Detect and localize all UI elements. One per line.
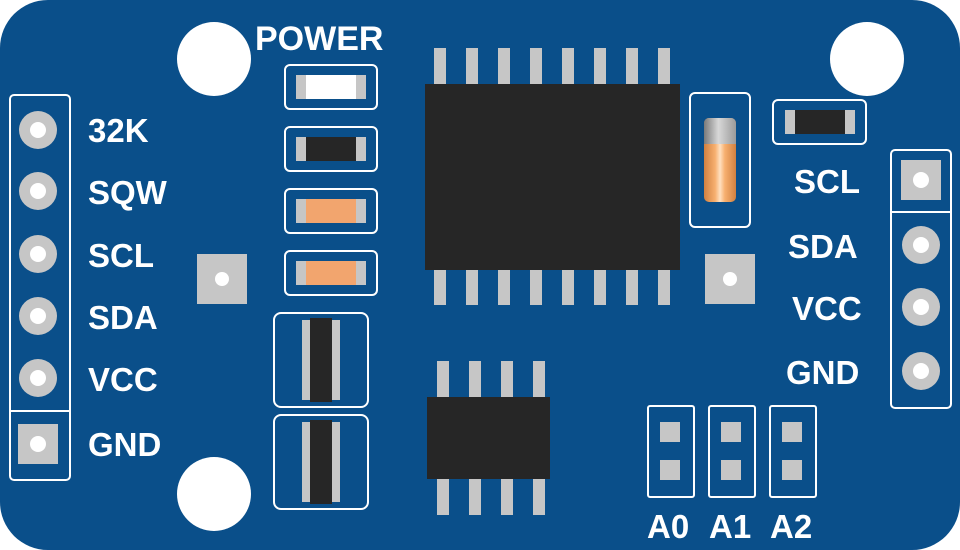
- left-label-sqw: SQW: [88, 174, 167, 211]
- diode-cathode-band: [704, 118, 736, 144]
- resistor-2-outline: [284, 188, 378, 234]
- resistor-3: [296, 261, 366, 285]
- eeprom-pin-top-1: [437, 361, 449, 401]
- left-header-divider: [9, 410, 71, 412]
- rtc-chip-pin-top-1: [434, 48, 446, 88]
- resistor-array-2-outline: [273, 414, 369, 510]
- rtc-chip-pin-bottom-2: [466, 265, 478, 305]
- right-label-gnd: GND: [786, 354, 860, 391]
- power-led: [296, 75, 366, 99]
- right-pin-sda[interactable]: [902, 226, 940, 264]
- mounting-hole-top-right: [830, 22, 904, 96]
- eeprom-pin-top-3: [501, 361, 513, 401]
- resistor-1-outline: [284, 126, 378, 172]
- left-pin-32k[interactable]: [19, 111, 57, 149]
- mounting-hole-top-left: [177, 22, 251, 96]
- left-pin-vcc[interactable]: [19, 359, 57, 397]
- power-label: POWER: [255, 20, 384, 58]
- rtc-chip-pin-top-5: [562, 48, 574, 88]
- right-label-scl: SCL: [794, 163, 860, 200]
- rtc-chip: [425, 84, 680, 270]
- right-pin-scl[interactable]: [901, 160, 941, 200]
- right-pin-gnd[interactable]: [902, 352, 940, 390]
- diode: [704, 118, 736, 202]
- power-led-outline: [284, 64, 378, 110]
- rtc-chip-pin-bottom-1: [434, 265, 446, 305]
- resistor-array-2: [310, 420, 332, 504]
- eeprom-pin-bottom-1: [437, 475, 449, 515]
- capacitor: [785, 110, 855, 134]
- eeprom-pin-top-4: [533, 361, 545, 401]
- mounting-hole-bottom-left: [177, 457, 251, 531]
- jumper-label-a0: A0: [647, 508, 690, 545]
- resistor-array-1: [310, 318, 332, 402]
- resistor-array-1-outline: [273, 312, 369, 408]
- rtc-chip-pin-top-8: [658, 48, 670, 88]
- left-label-sda: SDA: [88, 299, 158, 336]
- test-pad-right: [705, 254, 755, 304]
- left-header-outline: [9, 94, 71, 481]
- rtc-chip-pin-top-3: [498, 48, 510, 88]
- left-label-gnd: GND: [88, 426, 162, 463]
- jumper-a0-outline: [647, 405, 695, 498]
- eeprom-chip: [427, 397, 550, 479]
- jumper-label-a1: A1: [709, 508, 752, 545]
- jumper-a1-pad-bottom[interactable]: [721, 460, 741, 480]
- right-label-vcc: VCC: [792, 290, 862, 327]
- rtc-chip-pin-bottom-6: [594, 265, 606, 305]
- left-pin-gnd[interactable]: [18, 424, 58, 464]
- left-pin-sqw[interactable]: [19, 172, 57, 210]
- jumper-a0-pad-bottom[interactable]: [660, 460, 680, 480]
- jumper-a0-pad-top[interactable]: [660, 422, 680, 442]
- left-label-vcc: VCC: [88, 361, 158, 398]
- left-pin-sda[interactable]: [19, 297, 57, 335]
- resistor-3-outline: [284, 250, 378, 296]
- right-header-outline: [890, 149, 952, 409]
- rtc-chip-pin-bottom-3: [498, 265, 510, 305]
- jumper-a2-pad-top[interactable]: [782, 422, 802, 442]
- jumper-a2-outline: [769, 405, 817, 498]
- right-pin-vcc[interactable]: [902, 288, 940, 326]
- rtc-chip-pin-bottom-5: [562, 265, 574, 305]
- jumper-a1-pad-top[interactable]: [721, 422, 741, 442]
- test-pad-left: [197, 254, 247, 304]
- eeprom-pin-bottom-2: [469, 475, 481, 515]
- rtc-chip-pin-top-2: [466, 48, 478, 88]
- diode-outline: [689, 92, 751, 228]
- jumper-a2-pad-bottom[interactable]: [782, 460, 802, 480]
- eeprom-pin-bottom-4: [533, 475, 545, 515]
- left-label-32k: 32K: [88, 112, 149, 149]
- rtc-chip-pin-bottom-8: [658, 265, 670, 305]
- jumper-label-a2: A2: [770, 508, 813, 545]
- resistor-2: [296, 199, 366, 223]
- jumper-a1-outline: [708, 405, 756, 498]
- right-label-sda: SDA: [788, 228, 858, 265]
- rtc-chip-pin-bottom-4: [530, 265, 542, 305]
- rtc-chip-pin-bottom-7: [626, 265, 638, 305]
- left-pin-scl[interactable]: [19, 235, 57, 273]
- rtc-chip-pin-top-4: [530, 48, 542, 88]
- eeprom-pin-bottom-3: [501, 475, 513, 515]
- capacitor-outline: [772, 99, 867, 145]
- rtc-chip-pin-top-6: [594, 48, 606, 88]
- right-header-divider: [890, 211, 952, 213]
- resistor-1: [296, 137, 366, 161]
- rtc-chip-pin-top-7: [626, 48, 638, 88]
- left-label-scl: SCL: [88, 237, 154, 274]
- eeprom-pin-top-2: [469, 361, 481, 401]
